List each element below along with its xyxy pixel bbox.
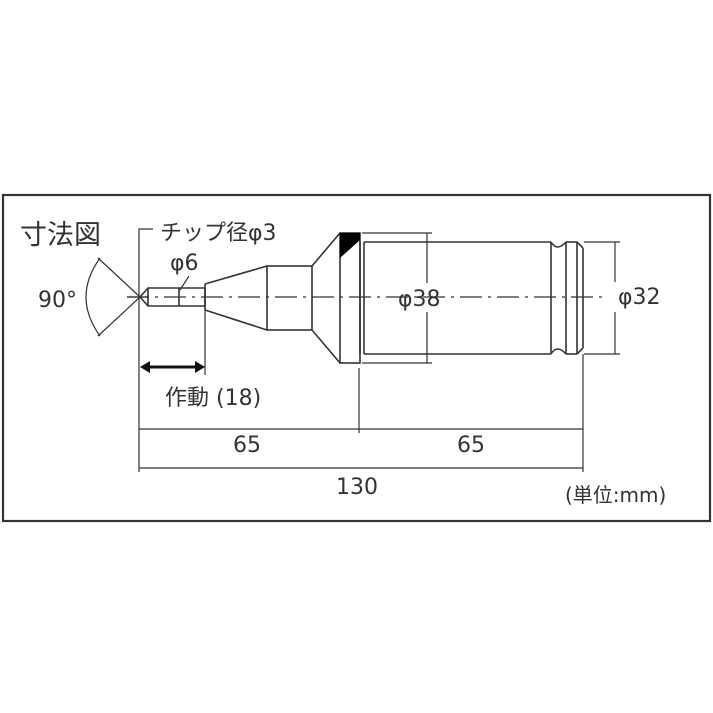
phi38-label: φ38 xyxy=(398,287,441,312)
stroke-label: 作動 (18) xyxy=(165,386,261,411)
unit-note-text: (単位:mm) xyxy=(565,483,666,507)
black-marker xyxy=(340,233,360,258)
probe-body xyxy=(359,241,584,355)
drawing-title: 寸法図 xyxy=(20,220,101,251)
dim-total-label: 130 xyxy=(336,475,378,500)
stroke-arrow xyxy=(140,310,206,375)
angle-label: 90° xyxy=(38,288,77,313)
phi38-dimension xyxy=(362,232,432,364)
probe-neck xyxy=(204,232,361,364)
tip-diameter-leader xyxy=(138,228,153,346)
phi32-dimension xyxy=(584,241,620,355)
tip-diameter-label: チップ径φ3 xyxy=(160,221,277,246)
dim-left-label: 65 xyxy=(233,433,261,458)
phi6-label: φ6 xyxy=(170,251,199,276)
drawing-frame xyxy=(1,193,712,523)
phi32-label: φ32 xyxy=(618,285,661,310)
dim-right-label: 65 xyxy=(457,433,485,458)
